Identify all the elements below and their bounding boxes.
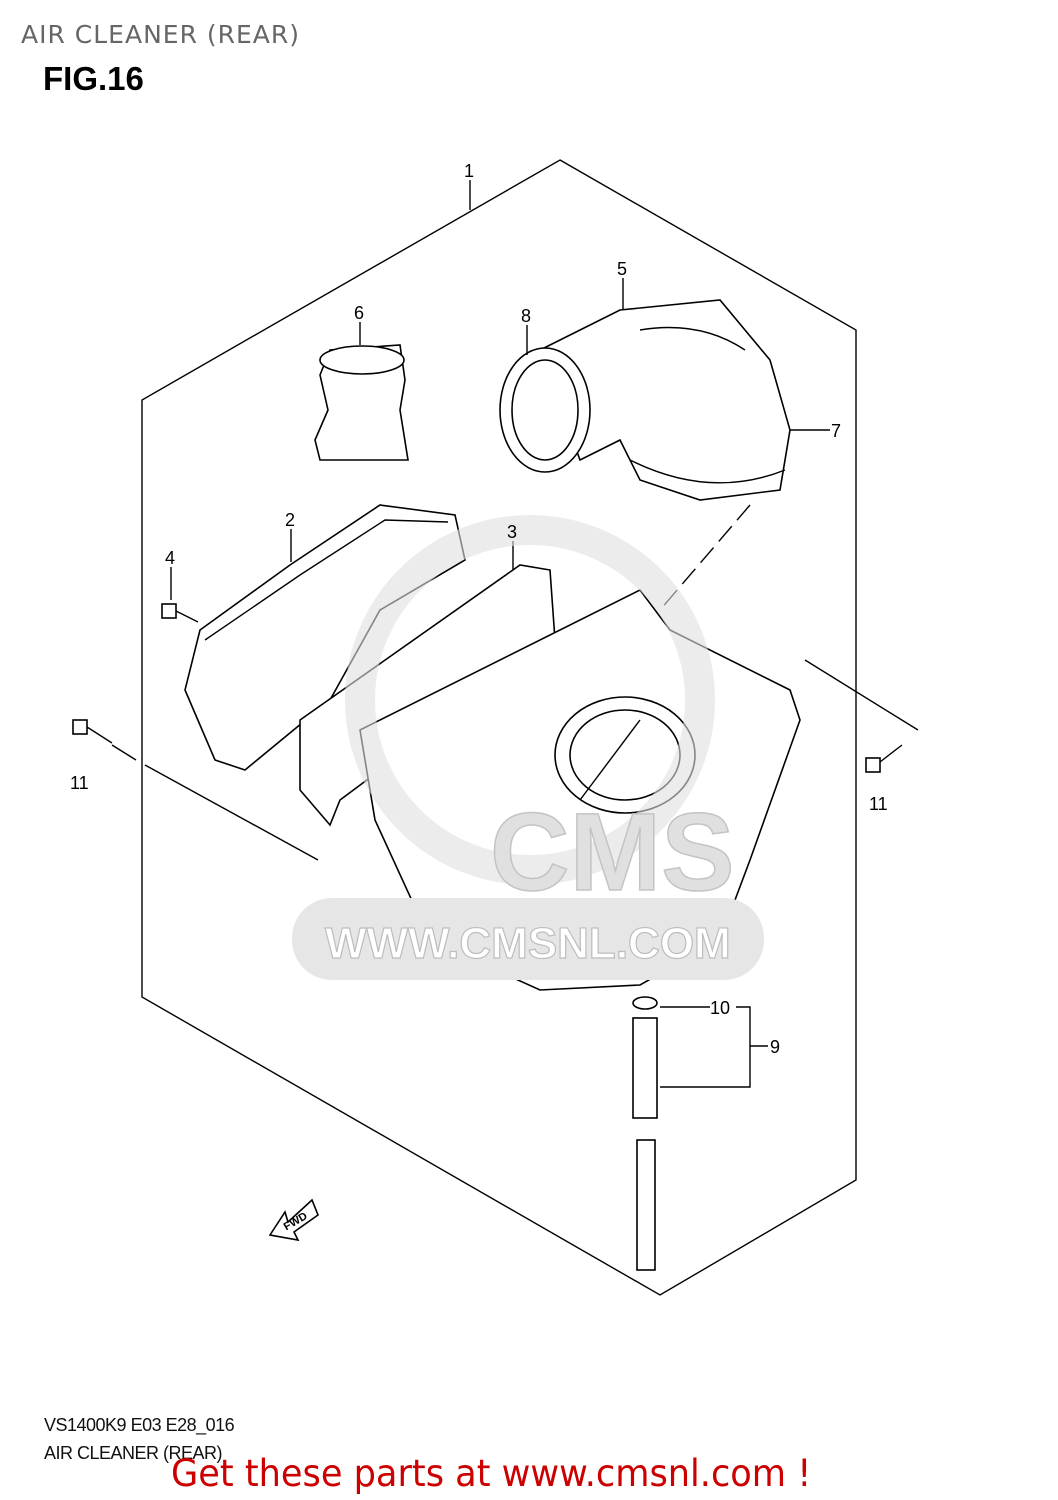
watermark-text: WWW.CMSNL.COM (325, 919, 731, 968)
callout-11-right: 11 (869, 794, 888, 814)
callout-8: 8 (521, 306, 531, 326)
diagram-code: VS1400K9 E03 E28_016 (44, 1415, 235, 1435)
fwd-arrow-icon: FWD (268, 1198, 319, 1242)
watermark: CMS WWW.CMSNL.COM (292, 515, 764, 980)
part-9-drain-hose (632, 996, 658, 1271)
callout-3: 3 (507, 522, 517, 542)
part-11-bolt-left (72, 719, 113, 744)
page-header-title: AIR CLEANER (REAR) (21, 20, 301, 49)
callout-9: 9 (770, 1037, 780, 1057)
callout-4: 4 (165, 548, 175, 568)
callout-6: 6 (354, 303, 364, 323)
assembly-outline (141, 159, 857, 1296)
callout-1: 1 (464, 161, 474, 181)
part-7-intake-hose (499, 299, 791, 501)
callout-5: 5 (617, 259, 627, 279)
part-4-bolt (161, 603, 199, 623)
callout-2: 2 (285, 510, 295, 530)
figure-number: FIG.16 (43, 60, 144, 97)
callout-10: 10 (710, 998, 730, 1018)
callout-7: 7 (831, 421, 841, 441)
diagram-name: AIR CLEANER (REAR) (44, 1443, 223, 1463)
callout-11-left: 11 (70, 773, 89, 793)
part-6-duct (314, 344, 409, 461)
part-11-bolt-right (865, 744, 903, 773)
promo-link[interactable]: Get these parts at www.cmsnl.com ! (171, 1452, 812, 1495)
watermark-logo: CMS (490, 791, 734, 914)
